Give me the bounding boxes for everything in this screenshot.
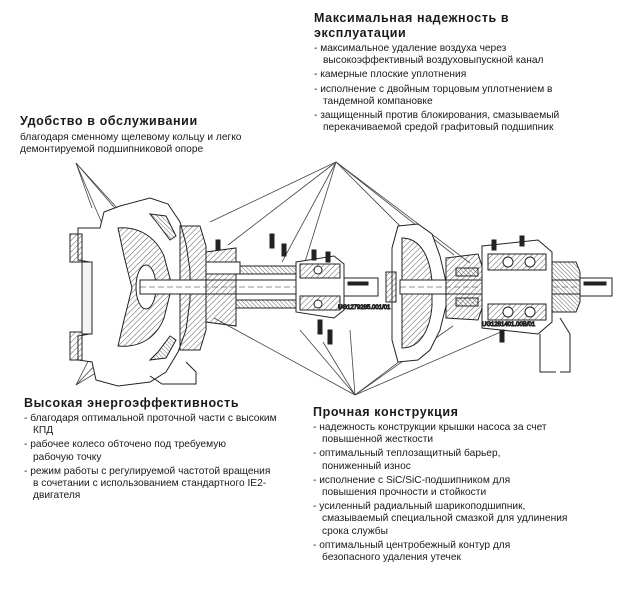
reliability-block: Максимальная надежность в эксплуатации м… [314, 11, 614, 136]
construction-block: Прочная конструкция надежность конструкц… [313, 405, 613, 566]
list-item: усиленный радиальный шарикоподшипник, см… [313, 501, 587, 538]
efficiency-block: Высокая энергоэффективность благодаря оп… [24, 396, 284, 504]
service-block: Удобство в обслуживании благодаря сменно… [20, 114, 290, 156]
list-item: благодаря оптимальной проточной части с … [24, 413, 284, 437]
right-pump-assembly: UG1281401.00B/01 [385, 223, 613, 373]
left-pump-assembly: UG1279285.001/01 [69, 197, 392, 387]
reliability-list: максимальное удаление воздуха через высо… [314, 43, 614, 134]
list-item: исполнение с SiC/SiC-подшипником для пов… [313, 475, 557, 499]
list-item: надежность конструкции крышки насоса за … [313, 422, 577, 446]
list-item: защищенный против блокирования, смазывае… [314, 110, 568, 134]
service-text: благодаря сменному щелевому кольцу и лег… [20, 132, 242, 156]
efficiency-list: благодаря оптимальной проточной части с … [24, 413, 284, 502]
list-item: максимальное удаление воздуха через высо… [314, 43, 593, 67]
list-item: исполнение с двойным торцовым уплотнение… [314, 84, 598, 108]
drawing-code-right: UG1281401.00B/01 [482, 322, 536, 328]
list-item: рабочее колесо обточено под требуемую ра… [24, 439, 258, 463]
list-item: оптимальный теплозащитный барьер, пониже… [313, 448, 532, 472]
reliability-heading: Максимальная надежность в эксплуатации [314, 11, 510, 40]
efficiency-heading: Высокая энергоэффективность [24, 396, 240, 410]
list-item: оптимальный центробежный контур для безо… [313, 540, 547, 564]
construction-list: надежность конструкции крышки насоса за … [313, 422, 613, 564]
list-item: камерные плоские уплотнения [314, 69, 614, 81]
service-heading: Удобство в обслуживании [20, 114, 198, 128]
list-item: режим работы с регулируемой частотой вра… [24, 466, 278, 503]
construction-heading: Прочная конструкция [313, 405, 459, 419]
drawing-code-left: UG1279285.001/01 [338, 305, 391, 311]
